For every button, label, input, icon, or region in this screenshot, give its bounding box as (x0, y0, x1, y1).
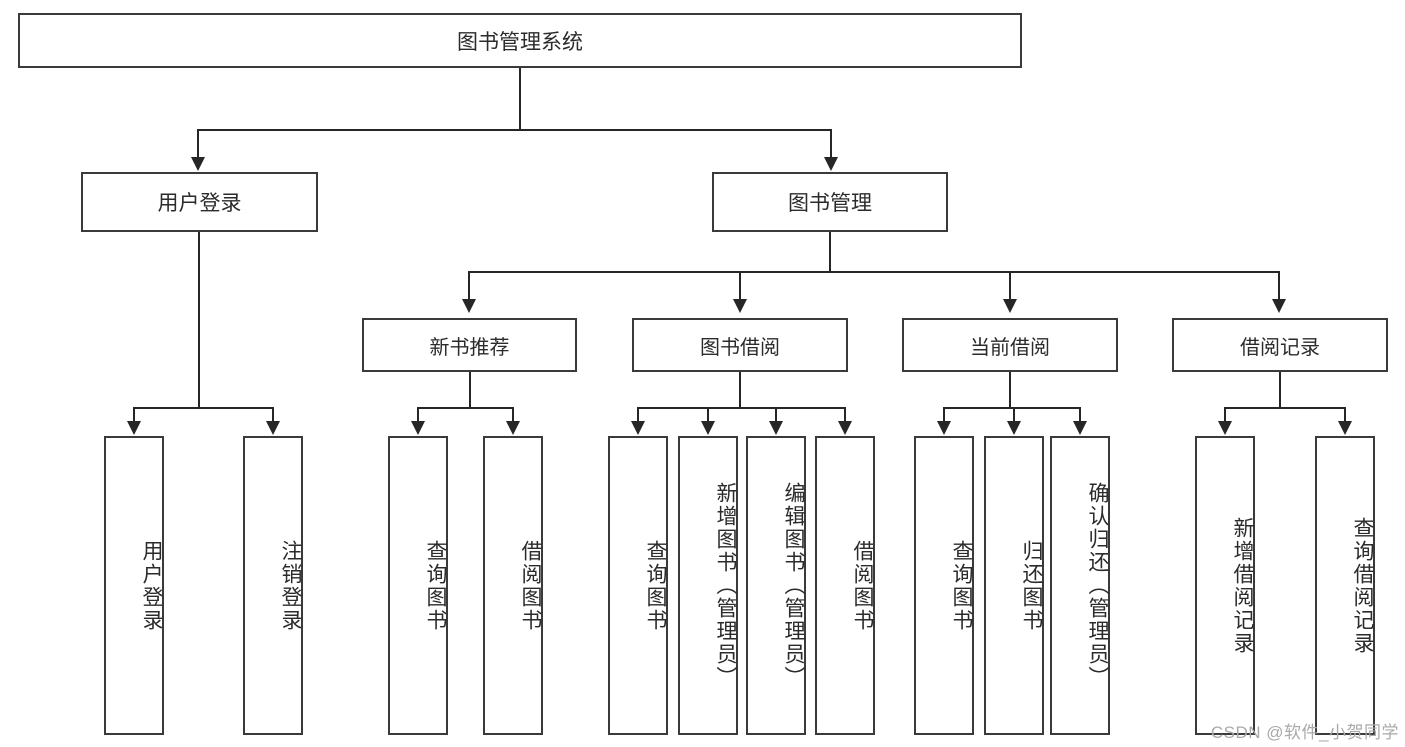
edge-book-manage-bar (468, 271, 1278, 273)
arrowhead-book-manage (824, 157, 838, 171)
node-new-book-recommend[interactable]: 新书推荐 (362, 318, 577, 372)
arrowhead-current-borrow (1003, 299, 1017, 313)
node-user-login[interactable]: 用户登录 (81, 172, 318, 232)
leaf-borrow-record-query[interactable]: 查询借阅记录 (1315, 436, 1375, 735)
edge-book-borrow-child-3 (775, 407, 777, 423)
edge-to-new-book (468, 271, 470, 301)
edge-root-bar (197, 129, 832, 131)
arrowhead-leaf-book-borrow-4 (838, 421, 852, 435)
edge-book-borrow-bar (637, 407, 845, 409)
leaf-new-book-borrow[interactable]: 借阅图书 (483, 436, 543, 735)
arrowhead-leaf-user-login-1 (127, 421, 141, 435)
edge-user-login-stem (198, 232, 200, 408)
edge-book-borrow-stem (739, 372, 741, 408)
edge-book-borrow-child-2 (707, 407, 709, 423)
edge-user-login-child-2 (272, 407, 274, 423)
edge-current-borrow-child-3 (1079, 407, 1081, 423)
edge-borrow-record-stem (1279, 372, 1281, 408)
node-label: 借阅图书 (519, 539, 542, 632)
edge-root-to-book-manage (830, 129, 832, 159)
leaf-current-borrow-confirm-return[interactable]: 确认归还（管理员） (1050, 436, 1110, 735)
edge-borrow-record-child-1 (1224, 407, 1226, 423)
edge-borrow-record-child-2 (1344, 407, 1346, 423)
arrowhead-leaf-new-book-2 (506, 421, 520, 435)
arrowhead-leaf-borrow-record-2 (1338, 421, 1352, 435)
node-label: 确认归还（管理员） (1086, 482, 1109, 689)
leaf-user-login-login[interactable]: 用户登录 (104, 436, 164, 735)
edge-to-borrow-record (1278, 271, 1280, 301)
edge-root-to-user-login (197, 129, 199, 159)
edge-root-stem (519, 68, 521, 130)
node-label: 图书管理 (788, 192, 872, 215)
leaf-book-borrow-edit[interactable]: 编辑图书（管理员） (746, 436, 806, 735)
node-label: 新书推荐 (429, 336, 510, 359)
node-label: 新增图书（管理员） (714, 482, 737, 689)
leaf-book-borrow-query[interactable]: 查询图书 (608, 436, 668, 735)
edge-book-borrow-child-1 (637, 407, 639, 423)
arrowhead-leaf-user-login-2 (266, 421, 280, 435)
arrowhead-leaf-current-borrow-3 (1073, 421, 1087, 435)
arrowhead-leaf-book-borrow-1 (631, 421, 645, 435)
arrowhead-borrow-record (1272, 299, 1286, 313)
leaf-new-book-query[interactable]: 查询图书 (388, 436, 448, 735)
edge-book-borrow-child-4 (844, 407, 846, 423)
leaf-user-login-logout[interactable]: 注销登录 (243, 436, 303, 735)
node-label: 借阅图书 (851, 539, 874, 632)
node-label: 图书管理系统 (457, 30, 583, 54)
arrowhead-book-borrow (733, 299, 747, 313)
node-label: 查询图书 (424, 539, 447, 632)
edge-current-borrow-child-1 (943, 407, 945, 423)
arrowhead-leaf-book-borrow-3 (769, 421, 783, 435)
node-label: 归还图书 (1020, 539, 1043, 632)
leaf-book-borrow-borrow[interactable]: 借阅图书 (815, 436, 875, 735)
edge-borrow-record-bar (1224, 407, 1345, 409)
edge-current-borrow-stem (1009, 372, 1011, 408)
edge-user-login-bar (133, 407, 273, 409)
arrowhead-leaf-current-borrow-1 (937, 421, 951, 435)
leaf-current-borrow-query[interactable]: 查询图书 (914, 436, 974, 735)
arrowhead-leaf-borrow-record-1 (1218, 421, 1232, 435)
arrowhead-user-login (191, 157, 205, 171)
arrowhead-new-book (462, 299, 476, 313)
node-book-borrow[interactable]: 图书借阅 (632, 318, 848, 372)
edge-current-borrow-child-2 (1013, 407, 1015, 423)
edge-new-book-child-2 (512, 407, 514, 423)
arrowhead-leaf-current-borrow-2 (1007, 421, 1021, 435)
leaf-book-borrow-add[interactable]: 新增图书（管理员） (678, 436, 738, 735)
edge-new-book-stem (469, 372, 471, 408)
edge-new-book-bar (417, 407, 513, 409)
edge-to-book-borrow (739, 271, 741, 301)
edge-current-borrow-bar (943, 407, 1080, 409)
edge-new-book-child-1 (417, 407, 419, 423)
node-borrow-record[interactable]: 借阅记录 (1172, 318, 1388, 372)
node-label: 用户登录 (157, 192, 242, 215)
node-label: 查询图书 (950, 539, 973, 632)
node-label: 查询图书 (644, 539, 667, 632)
node-label: 用户登录 (140, 539, 163, 632)
watermark-text: CSDN @软件_小贺同学 (1210, 723, 1399, 742)
edge-book-manage-stem (829, 232, 831, 272)
arrowhead-leaf-book-borrow-2 (701, 421, 715, 435)
node-book-manage[interactable]: 图书管理 (712, 172, 948, 232)
node-label: 注销登录 (279, 539, 302, 632)
node-current-borrow[interactable]: 当前借阅 (902, 318, 1118, 372)
node-label: 当前借阅 (970, 336, 1050, 359)
node-label: 新增借阅记录 (1231, 516, 1254, 655)
node-root-system[interactable]: 图书管理系统 (18, 13, 1022, 68)
edge-to-current-borrow (1009, 271, 1011, 301)
leaf-borrow-record-add[interactable]: 新增借阅记录 (1195, 436, 1255, 735)
node-label: 图书借阅 (700, 336, 780, 359)
edge-user-login-child-1 (133, 407, 135, 423)
leaf-current-borrow-return[interactable]: 归还图书 (984, 436, 1044, 735)
node-label: 查询借阅记录 (1351, 516, 1374, 655)
arrowhead-leaf-new-book-1 (411, 421, 425, 435)
node-label: 借阅记录 (1240, 336, 1320, 359)
node-label: 编辑图书（管理员） (782, 482, 805, 689)
